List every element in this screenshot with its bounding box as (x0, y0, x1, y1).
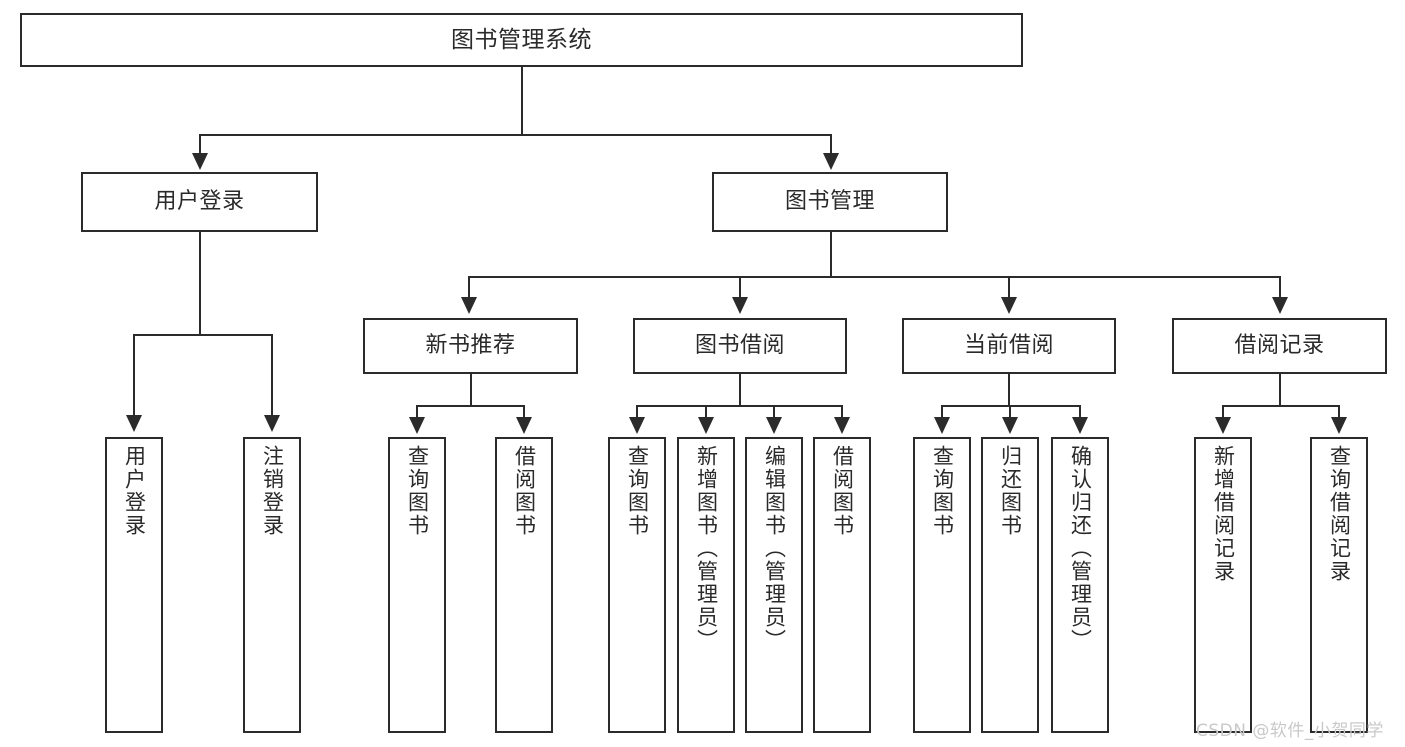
connector-root-to-book-mgmt (830, 134, 832, 154)
node-label: 用户登录 (154, 189, 245, 215)
leaf-records-query[interactable]: 查询借阅记录 (1310, 437, 1368, 733)
connector-current-borrow-l1 (941, 405, 943, 418)
connector-borrow-records-l1 (1222, 405, 1224, 418)
node-label: 新增借阅记录 (1211, 445, 1236, 583)
connector-to-new-books (468, 276, 470, 298)
leaf-new-books-query[interactable]: 查询图书 (388, 437, 446, 733)
arrow-current-borrow-leaf-1 (934, 417, 950, 434)
node-label: 图书借阅 (694, 333, 785, 359)
arrow-to-borrow-records (1272, 297, 1288, 314)
node-book-borrow[interactable]: 图书借阅 (633, 318, 847, 374)
arrow-to-current-borrow (1001, 297, 1017, 314)
connector-user-login-stem (199, 232, 201, 334)
arrow-root-to-book-mgmt (823, 153, 839, 170)
arrow-new-books-leaf-1 (409, 417, 425, 434)
node-label: 编辑图书（管理员） (762, 445, 787, 652)
connector-user-login-right (271, 334, 273, 416)
connector-new-books-stem (470, 374, 472, 405)
node-label: 归还图书 (998, 445, 1023, 537)
leaf-borrow-query-book[interactable]: 查询图书 (608, 437, 666, 733)
arrow-to-new-books (461, 297, 477, 314)
connector-book-mgmt-stem (830, 232, 832, 276)
connector-current-borrow-l3 (1079, 405, 1081, 418)
node-label: 确认归还（管理员） (1068, 445, 1093, 652)
node-root-system[interactable]: 图书管理系统 (20, 13, 1023, 67)
leaf-current-query-book[interactable]: 查询图书 (913, 437, 971, 733)
connector-book-borrow-stem (739, 374, 741, 405)
connector-book-mgmt-bar (468, 276, 1281, 278)
arrow-user-login-leaf-1 (126, 415, 142, 432)
leaf-current-confirm-return[interactable]: 确认归还（管理员） (1051, 437, 1109, 733)
arrow-borrow-records-leaf-1 (1215, 417, 1231, 434)
connector-new-books-l2 (523, 405, 525, 418)
node-label: 新增图书（管理员） (694, 445, 719, 652)
node-label: 借阅图书 (830, 445, 855, 537)
arrow-book-borrow-leaf-2 (698, 417, 714, 434)
connector-to-borrow-records (1279, 276, 1281, 298)
connector-book-borrow-bar (636, 405, 842, 407)
arrow-root-to-user-login (192, 153, 208, 170)
node-label: 查询图书 (405, 445, 430, 537)
node-label: 借阅记录 (1234, 333, 1325, 359)
node-book-management[interactable]: 图书管理 (712, 172, 948, 232)
node-label: 注销登录 (260, 445, 285, 537)
connector-borrow-records-l2 (1338, 405, 1340, 418)
connector-user-login-bar (133, 334, 273, 336)
node-user-login[interactable]: 用户登录 (81, 172, 318, 232)
node-label: 用户登录 (122, 445, 147, 537)
node-label: 查询借阅记录 (1327, 445, 1352, 583)
node-new-book-recommend[interactable]: 新书推荐 (363, 318, 578, 374)
connector-book-borrow-l2 (705, 405, 707, 418)
arrow-user-login-leaf-2 (264, 415, 280, 432)
connector-book-borrow-l1 (636, 405, 638, 418)
connector-borrow-records-stem (1279, 374, 1281, 405)
arrow-new-books-leaf-2 (516, 417, 532, 434)
connector-borrow-records-bar (1222, 405, 1339, 407)
arrow-book-borrow-leaf-3 (766, 417, 782, 434)
connector-new-books-l1 (416, 405, 418, 418)
node-label: 当前借阅 (963, 333, 1054, 359)
connector-to-current-borrow (1008, 276, 1010, 298)
node-current-borrow[interactable]: 当前借阅 (902, 318, 1116, 374)
connector-root-stem (521, 67, 523, 134)
connector-book-borrow-l4 (841, 405, 843, 418)
node-label: 图书管理 (784, 189, 875, 215)
arrow-borrow-records-leaf-2 (1331, 417, 1347, 434)
leaf-new-books-borrow[interactable]: 借阅图书 (495, 437, 553, 733)
arrow-to-book-borrow (732, 297, 748, 314)
arrow-current-borrow-leaf-3 (1072, 417, 1088, 434)
node-label: 查询图书 (625, 445, 650, 537)
connector-root-to-user-login (199, 134, 201, 154)
leaf-current-return-book[interactable]: 归还图书 (981, 437, 1039, 733)
node-label: 新书推荐 (425, 333, 516, 359)
connector-current-borrow-stem (1008, 374, 1010, 405)
leaf-user-login[interactable]: 用户登录 (105, 437, 163, 733)
leaf-borrow-add-book[interactable]: 新增图书（管理员） (677, 437, 735, 733)
arrow-book-borrow-leaf-4 (834, 417, 850, 434)
node-label: 图书管理系统 (451, 26, 592, 53)
arrow-book-borrow-leaf-1 (629, 417, 645, 434)
leaf-logout[interactable]: 注销登录 (243, 437, 301, 733)
connector-new-books-bar (416, 405, 524, 407)
node-label: 查询图书 (930, 445, 955, 537)
node-borrow-records[interactable]: 借阅记录 (1172, 318, 1387, 374)
connector-root-bar (199, 134, 831, 136)
leaf-borrow-edit-book[interactable]: 编辑图书（管理员） (745, 437, 803, 733)
leaf-borrow-borrow-book[interactable]: 借阅图书 (813, 437, 871, 733)
leaf-records-add[interactable]: 新增借阅记录 (1194, 437, 1252, 733)
connector-to-book-borrow (739, 276, 741, 298)
arrow-current-borrow-leaf-2 (1002, 417, 1018, 434)
connector-user-login-left (133, 334, 135, 416)
node-label: 借阅图书 (512, 445, 537, 537)
watermark-csdn: CSDN @软件_小贺同学 (1196, 721, 1384, 741)
connector-current-borrow-l2 (1009, 405, 1011, 418)
connector-book-borrow-l3 (773, 405, 775, 418)
